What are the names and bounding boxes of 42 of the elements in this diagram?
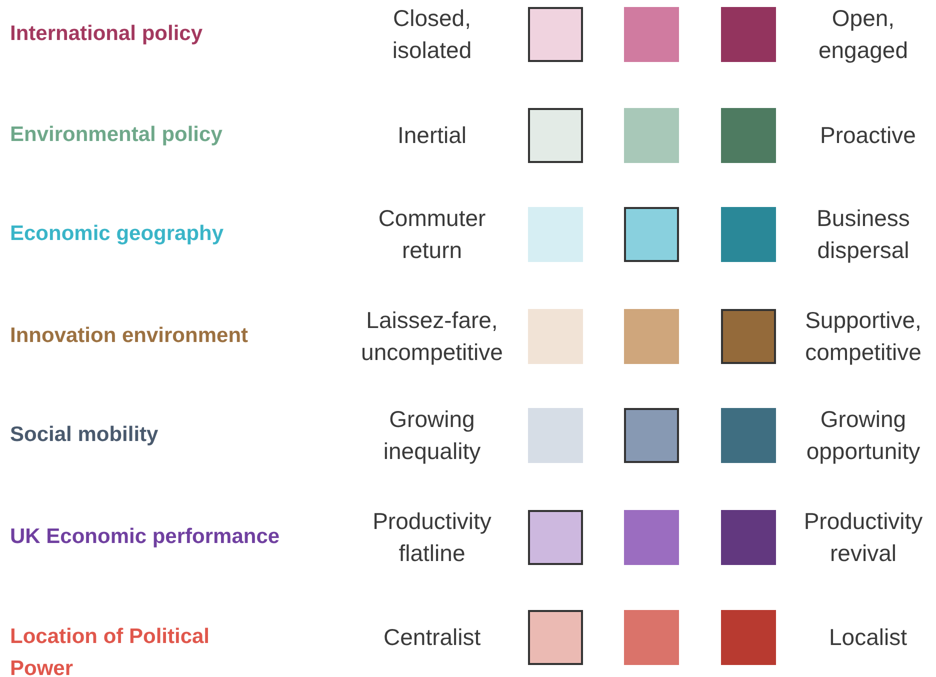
color-swatch — [528, 309, 583, 364]
category-label: Environmental policy — [10, 122, 222, 148]
low-end-label: Laissez-fare, uncompetitive — [360, 306, 504, 367]
color-swatch — [721, 408, 776, 463]
color-swatch — [624, 309, 679, 364]
low-end-label: Closed, isolated — [391, 4, 473, 65]
high-end-label: Productivity revival — [802, 507, 924, 568]
color-swatch — [528, 108, 583, 163]
category-label: Innovation environment — [10, 323, 248, 349]
color-swatch — [624, 207, 679, 262]
category-label: Location of Political Power — [10, 624, 211, 677]
color-swatch — [528, 510, 583, 565]
low-end-label: Centralist — [384, 623, 481, 652]
high-end-label: Supportive, competitive — [804, 306, 922, 367]
low-end-label: Inertial — [398, 121, 467, 150]
low-end-label: Commuter return — [377, 204, 487, 265]
category-label: Economic geography — [10, 221, 224, 247]
color-swatch — [721, 610, 776, 665]
color-swatch — [721, 510, 776, 565]
category-label: Social mobility — [10, 422, 158, 448]
color-swatch — [624, 7, 679, 62]
color-swatch — [624, 108, 679, 163]
color-swatch — [528, 207, 583, 262]
color-swatch — [624, 510, 679, 565]
high-end-label: Business dispersal — [816, 204, 911, 265]
color-swatch — [624, 408, 679, 463]
high-end-label: Localist — [829, 623, 907, 652]
color-swatch — [528, 408, 583, 463]
high-end-label: Proactive — [820, 121, 916, 150]
color-swatch — [721, 309, 776, 364]
color-swatch — [721, 207, 776, 262]
low-end-label: Growing inequality — [382, 405, 482, 466]
color-swatch — [721, 108, 776, 163]
category-label: UK Economic performance — [10, 524, 280, 550]
color-swatch — [624, 610, 679, 665]
high-end-label: Growing opportunity — [805, 405, 922, 466]
color-swatch — [528, 7, 583, 62]
color-swatch — [721, 7, 776, 62]
low-end-label: Productivity flatline — [372, 507, 492, 568]
high-end-label: Open, engaged — [817, 4, 910, 65]
color-swatch — [528, 610, 583, 665]
category-label: International policy — [10, 21, 203, 47]
